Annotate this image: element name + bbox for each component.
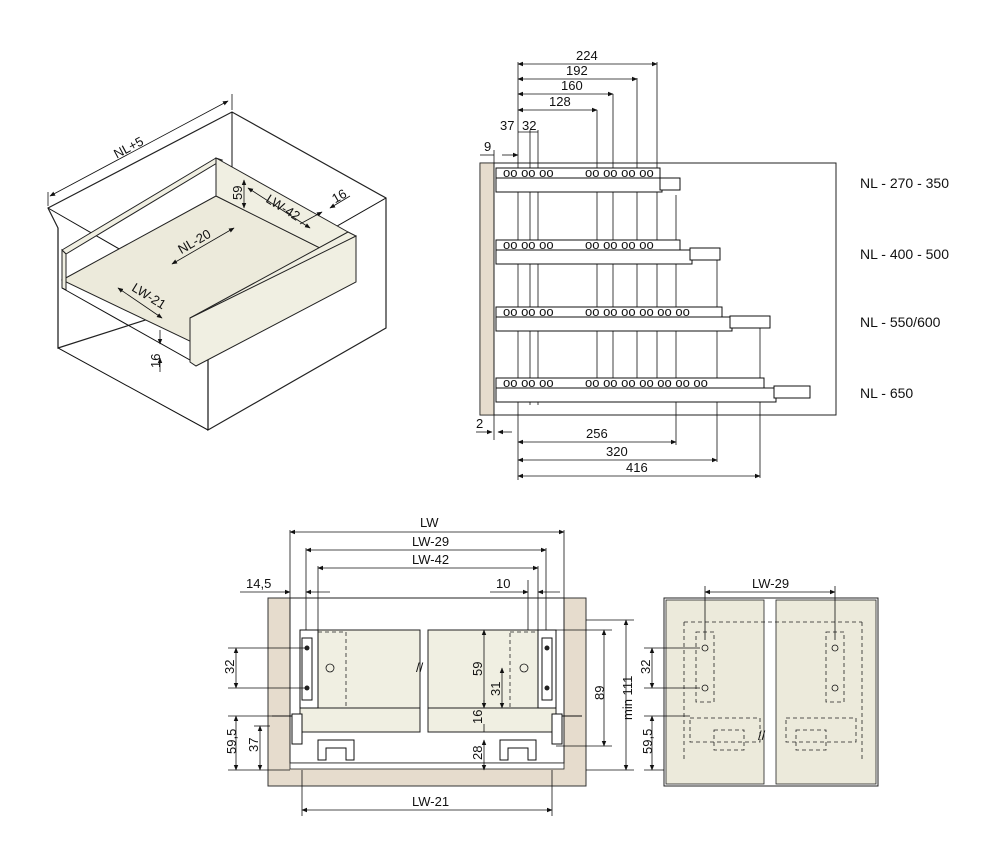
dim-9: 9: [484, 139, 491, 154]
runner-nl-400-500: oo oo oo oo oo oo oo: [495, 237, 721, 265]
dim-lw-29-rear: LW-29: [752, 576, 789, 591]
runner-nl-650: oo oo oo oo oo oo oo oo oo oo: [495, 375, 811, 403]
svg-text:oo oo oo: oo oo oo: [503, 165, 554, 180]
dim-160: 160: [561, 78, 583, 93]
dim-lw-29-front: LW-29: [412, 534, 449, 549]
dim-32: 32: [522, 118, 536, 133]
dim-31: 31: [488, 682, 503, 696]
rear-view: // LW-29 32 59,5: [638, 576, 879, 787]
isometric-drawer-view: NL+5 59 LW-42 16 NL-20 LW-21 16: [47, 94, 387, 432]
dim-28: 28: [470, 746, 485, 760]
dim-89: 89: [592, 686, 607, 700]
label-nl-400-500: NL - 400 - 500: [860, 246, 949, 262]
dim-224: 224: [576, 48, 598, 63]
side-view-runner-lengths: 224 192 160 128 37 32 9 oo oo oo oo oo o…: [476, 48, 949, 480]
dim-32-front: 32: [222, 660, 237, 674]
label-nl-650: NL - 650: [860, 385, 913, 401]
dim-192: 192: [566, 63, 588, 78]
dim-lw: LW: [420, 515, 439, 530]
label-nl-270-350: NL - 270 - 350: [860, 175, 949, 191]
dim-37: 37: [500, 118, 514, 133]
svg-text://: //: [416, 660, 424, 675]
drawer-left-half: [317, 629, 421, 709]
dim-37: 37: [246, 738, 261, 752]
dim-lw-21-front: LW-21: [412, 794, 449, 809]
dim-59-iso: 59: [230, 186, 245, 200]
dim-nl-plus-5: NL+5: [111, 133, 146, 161]
svg-text:oo oo oo oo oo oo: oo oo oo oo oo oo: [585, 304, 690, 319]
dim-lw-42-front: LW-42: [412, 552, 449, 567]
front-section-view: // LW LW-29 LW-42 1: [222, 515, 635, 816]
dim-16-iso-bottom: 16: [148, 354, 163, 368]
dim-32-rear: 32: [638, 660, 653, 674]
svg-text:oo oo oo: oo oo oo: [503, 237, 554, 252]
dim-min-111: min 111: [620, 676, 635, 720]
dim-14-5: 14,5: [246, 576, 271, 591]
dim-16-front: 16: [470, 710, 485, 724]
dim-2: 2: [476, 416, 483, 431]
svg-text://: //: [758, 728, 766, 743]
dim-10: 10: [496, 576, 510, 591]
dim-59-5-front: 59,5: [224, 729, 239, 754]
svg-text:oo oo oo oo oo oo oo: oo oo oo oo oo oo oo: [585, 375, 708, 390]
dim-59-front: 59: [470, 662, 485, 676]
svg-text:oo oo oo: oo oo oo: [503, 375, 554, 390]
label-nl-550-600: NL - 550/600: [860, 314, 941, 330]
dim-59-5-rear: 59,5: [640, 729, 655, 754]
svg-text:oo oo oo oo: oo oo oo oo: [585, 165, 654, 180]
dim-256: 256: [586, 426, 608, 441]
cabinet-front-edge: [479, 162, 495, 416]
dim-128: 128: [549, 94, 571, 109]
dim-16-iso-top: 16: [329, 186, 349, 206]
svg-text:oo oo oo oo: oo oo oo oo: [585, 237, 654, 252]
dim-416: 416: [626, 460, 648, 475]
dim-320: 320: [606, 444, 628, 459]
runner-nl-550-600: oo oo oo oo oo oo oo oo oo: [495, 304, 771, 332]
rear-panel-left: [665, 599, 765, 785]
svg-text:oo oo oo: oo oo oo: [503, 304, 554, 319]
runner-nl-270-350: oo oo oo oo oo oo oo: [495, 165, 681, 193]
